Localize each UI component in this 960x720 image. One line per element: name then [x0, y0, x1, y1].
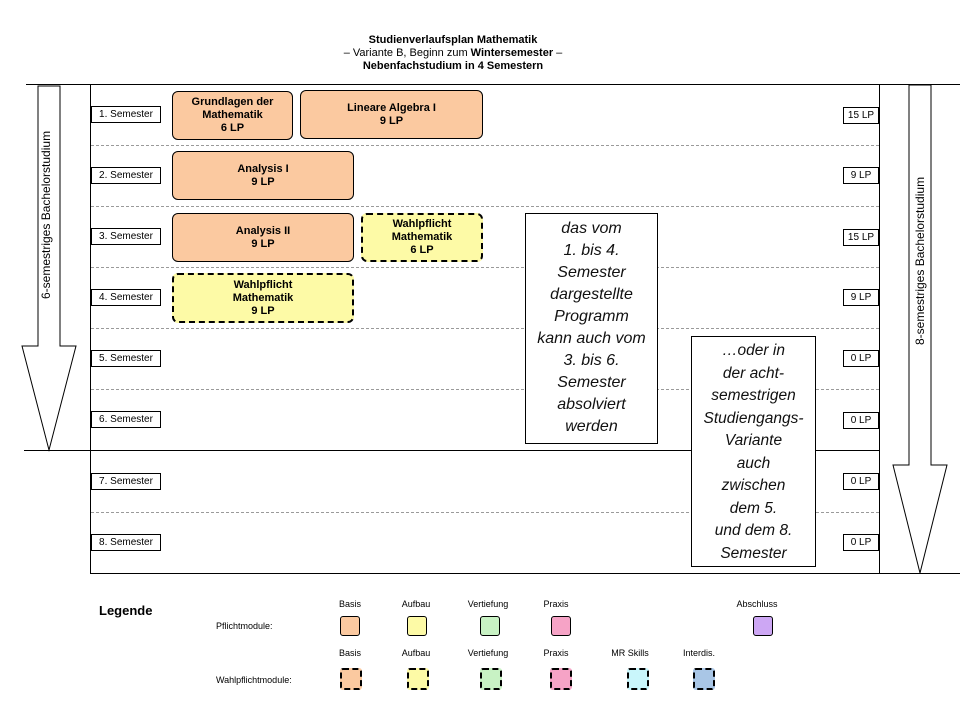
legend-col-praxis: Praxis	[543, 599, 569, 609]
semester-lp: 0 LP	[843, 534, 879, 551]
note-eight-semester-variant: …oder in der acht- semestrigen Studienga…	[691, 336, 816, 567]
legend-col-aufbau: Aufbau	[401, 599, 431, 609]
row-divider	[91, 267, 879, 268]
bottom-border	[90, 573, 960, 574]
row-divider	[91, 389, 879, 390]
legend-swatch-wpf-vertiefung	[480, 668, 502, 690]
page-title: Studienverlaufsplan Mathematik – Variant…	[250, 34, 656, 73]
semester-label: 2. Semester	[91, 167, 161, 184]
legend-col-abschluss: Abschluss	[736, 599, 778, 609]
title-line-2: – Variante B, Beginn zum Wintersemester …	[343, 47, 563, 59]
six-semester-end-line	[24, 450, 879, 451]
title-line-1: Studienverlaufsplan Mathematik	[368, 34, 538, 46]
legend-swatch-pflicht-vertiefung	[480, 616, 500, 636]
semester-label: 4. Semester	[91, 289, 161, 306]
six-semester-arrow	[21, 85, 77, 452]
row-divider	[91, 145, 879, 146]
semester-label: 5. Semester	[91, 350, 161, 367]
legend-col-wpf-basis: Basis	[338, 648, 361, 658]
semester-lp: 0 LP	[843, 350, 879, 367]
legend-swatch-pflicht-basis	[340, 616, 360, 636]
semester-lp: 15 LP	[843, 229, 879, 246]
module-lineare-algebra: Lineare Algebra I 9 LP	[300, 90, 483, 139]
semester-label: 7. Semester	[91, 473, 161, 490]
semester-label: 6. Semester	[91, 411, 161, 428]
top-border	[26, 84, 960, 85]
semester-lp: 0 LP	[843, 412, 879, 429]
grid-right-border	[879, 84, 880, 573]
legend-col-wpf-praxis: Praxis	[543, 648, 569, 658]
module-analysis-2: Analysis II 9 LP	[172, 213, 354, 262]
row-divider	[91, 206, 879, 207]
legend-pflicht-label: Pflichtmodule:	[216, 621, 273, 631]
module-wahlpflicht-semester-3: Wahlpflicht Mathematik 6 LP	[361, 213, 483, 262]
eight-semester-arrow	[892, 84, 948, 574]
semester-label: 1. Semester	[91, 106, 161, 123]
legend-col-wpf-vertiefung: Vertiefung	[467, 648, 509, 658]
eight-semester-arrow-label: 8-semestriges Bachelorstudium	[913, 176, 927, 345]
note-semester-shift: das vom 1. bis 4. Semester dargestellte …	[525, 213, 658, 444]
module-wahlpflicht-semester-4: Wahlpflicht Mathematik 9 LP	[172, 273, 354, 323]
semester-lp: 9 LP	[843, 289, 879, 306]
row-divider	[91, 328, 879, 329]
legend-swatch-pflicht-praxis	[551, 616, 571, 636]
module-grundlagen-mathematik: Grundlagen der Mathematik 6 LP	[172, 91, 293, 140]
legend-swatch-wpf-praxis	[550, 668, 572, 690]
legend-swatch-wpf-mr-skills	[627, 668, 649, 690]
legend-col-basis: Basis	[338, 599, 361, 609]
row-divider	[91, 512, 879, 513]
six-semester-arrow-label: 6-semestriges Bachelorstudium	[39, 130, 53, 299]
legend-title: Legende	[99, 603, 153, 618]
semester-lp: 9 LP	[843, 167, 879, 184]
module-analysis-1: Analysis I 9 LP	[172, 151, 354, 200]
semester-lp: 15 LP	[843, 107, 879, 124]
semester-label: 8. Semester	[91, 534, 161, 551]
legend-col-wpf-aufbau: Aufbau	[401, 648, 431, 658]
legend-swatch-wpf-aufbau	[407, 668, 429, 690]
legend-swatch-pflicht-aufbau	[407, 616, 427, 636]
semester-label: 3. Semester	[91, 228, 161, 245]
semester-lp: 0 LP	[843, 473, 879, 490]
title-line-3: Nebenfachstudium in 4 Semestern	[362, 60, 544, 72]
legend-col-wpf-interdis: Interdis.	[682, 648, 715, 658]
legend-swatch-wpf-interdis	[693, 668, 715, 690]
grid-left-border	[90, 84, 91, 573]
legend-col-wpf-mr-skills: MR Skills	[611, 648, 649, 658]
legend-col-vertiefung: Vertiefung	[467, 599, 509, 609]
legend-wahlpflicht-label: Wahlpflichtmodule:	[216, 675, 292, 685]
legend-swatch-wpf-basis	[340, 668, 362, 690]
legend-swatch-abschluss	[753, 616, 773, 636]
